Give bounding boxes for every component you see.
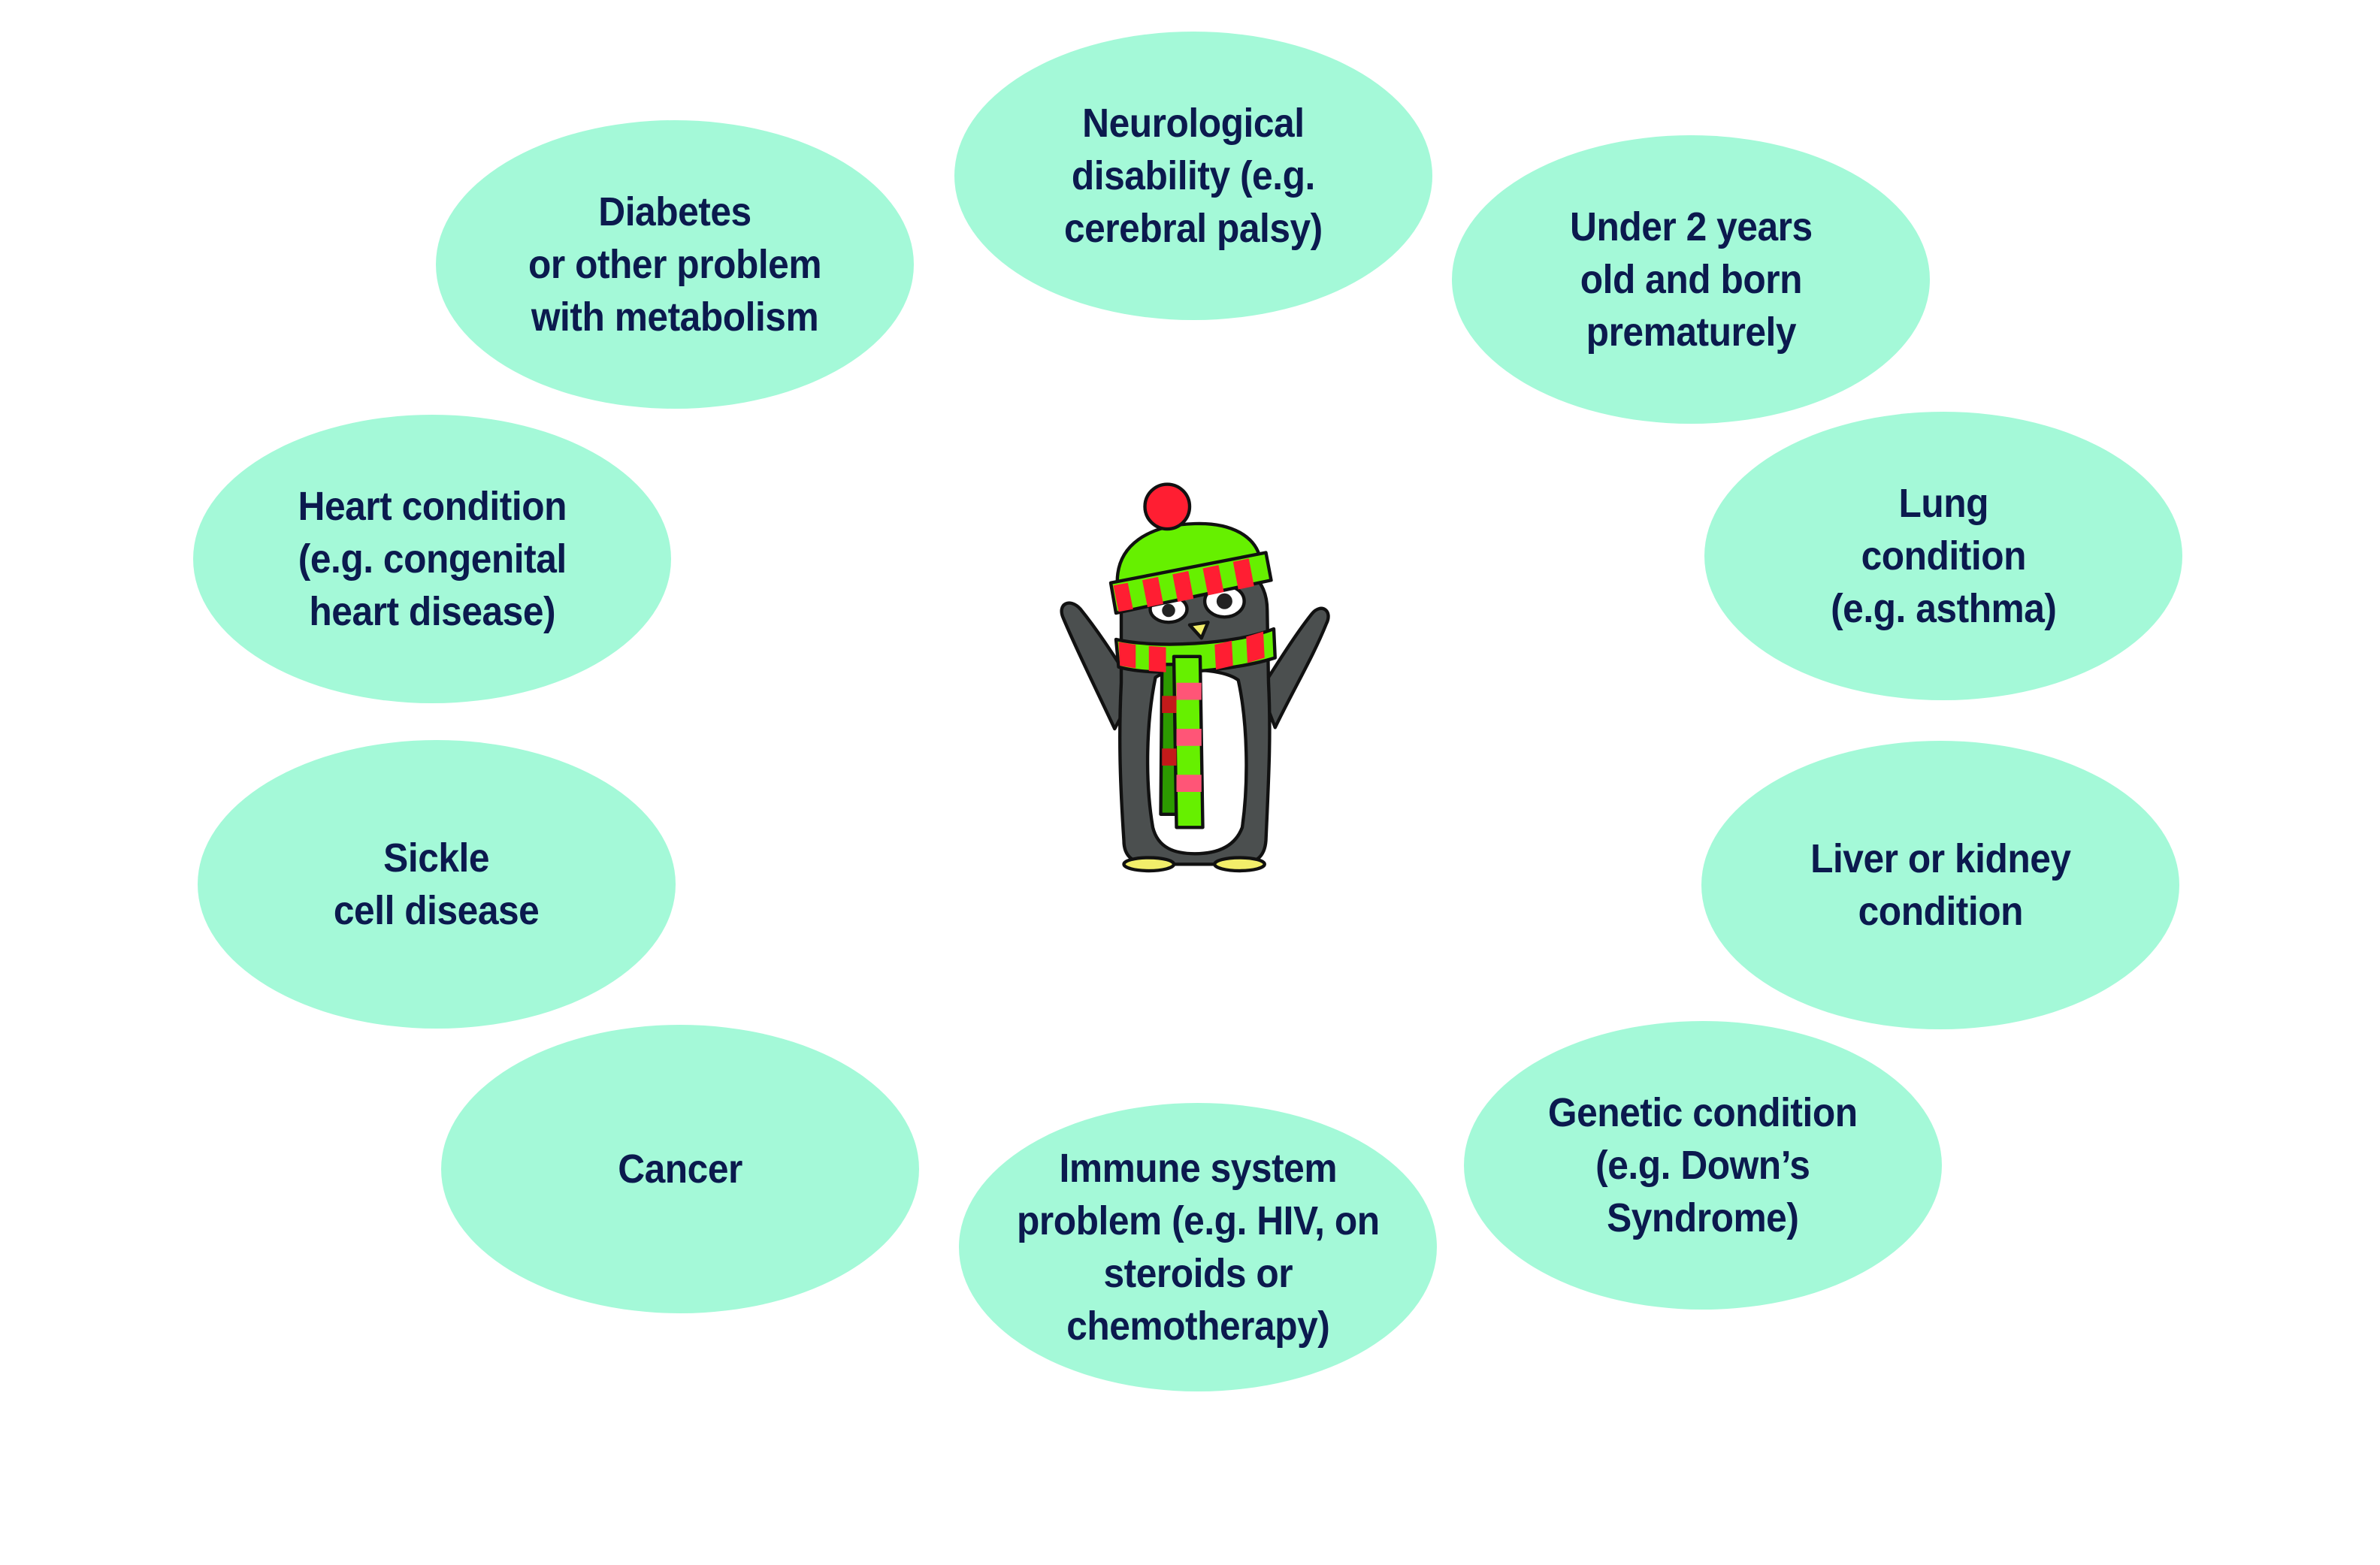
condition-label: Immune system problem (e.g. HIV, on ster… — [1016, 1146, 1380, 1349]
condition-label: Genetic condition (e.g. Down’s Syndrome) — [1548, 1090, 1858, 1240]
condition-bubble-cancer: Cancer — [441, 1025, 919, 1313]
scarf-stripes — [1118, 631, 1265, 792]
pom-pom — [1143, 482, 1192, 531]
condition-label: Diabetes or other problem with metabolis… — [528, 189, 822, 340]
condition-bubble-diabetes: Diabetes or other problem with metabolis… — [436, 120, 914, 409]
hat-crown — [1115, 521, 1261, 586]
condition-bubble-liver-kidney: Liver or kidney condition — [1701, 741, 2179, 1029]
right-flipper — [1259, 606, 1330, 730]
left-foot — [1122, 856, 1176, 873]
hat-stripes — [1113, 558, 1254, 612]
condition-label: Cancer — [618, 1147, 742, 1192]
condition-label: Sickle cell disease — [334, 835, 540, 933]
beak — [1187, 621, 1210, 640]
condition-bubble-heart: Heart condition (e.g. congenital heart d… — [193, 415, 671, 703]
condition-bubble-sickle-cell: Sickle cell disease — [198, 740, 676, 1029]
condition-bubble-immune: Immune system problem (e.g. HIV, on ster… — [959, 1103, 1437, 1391]
condition-label: Lung condition (e.g. asthma) — [1830, 481, 2057, 631]
condition-label: Neurological disability (e.g. cerebral p… — [1064, 101, 1323, 251]
right-foot — [1213, 856, 1266, 873]
condition-label: Under 2 years old and born prematurely — [1569, 204, 1813, 355]
condition-label: Liver or kidney condition — [1810, 836, 2071, 934]
condition-bubble-premature: Under 2 years old and born prematurely — [1452, 135, 1930, 424]
penguin-icon — [1060, 482, 1330, 873]
condition-label: Heart condition (e.g. congenital heart d… — [298, 484, 567, 634]
condition-bubble-genetic: Genetic condition (e.g. Down’s Syndrome) — [1464, 1021, 1942, 1310]
condition-bubble-lung: Lung condition (e.g. asthma) — [1704, 412, 2182, 700]
condition-bubble-neurological: Neurological disability (e.g. cerebral p… — [954, 32, 1432, 320]
